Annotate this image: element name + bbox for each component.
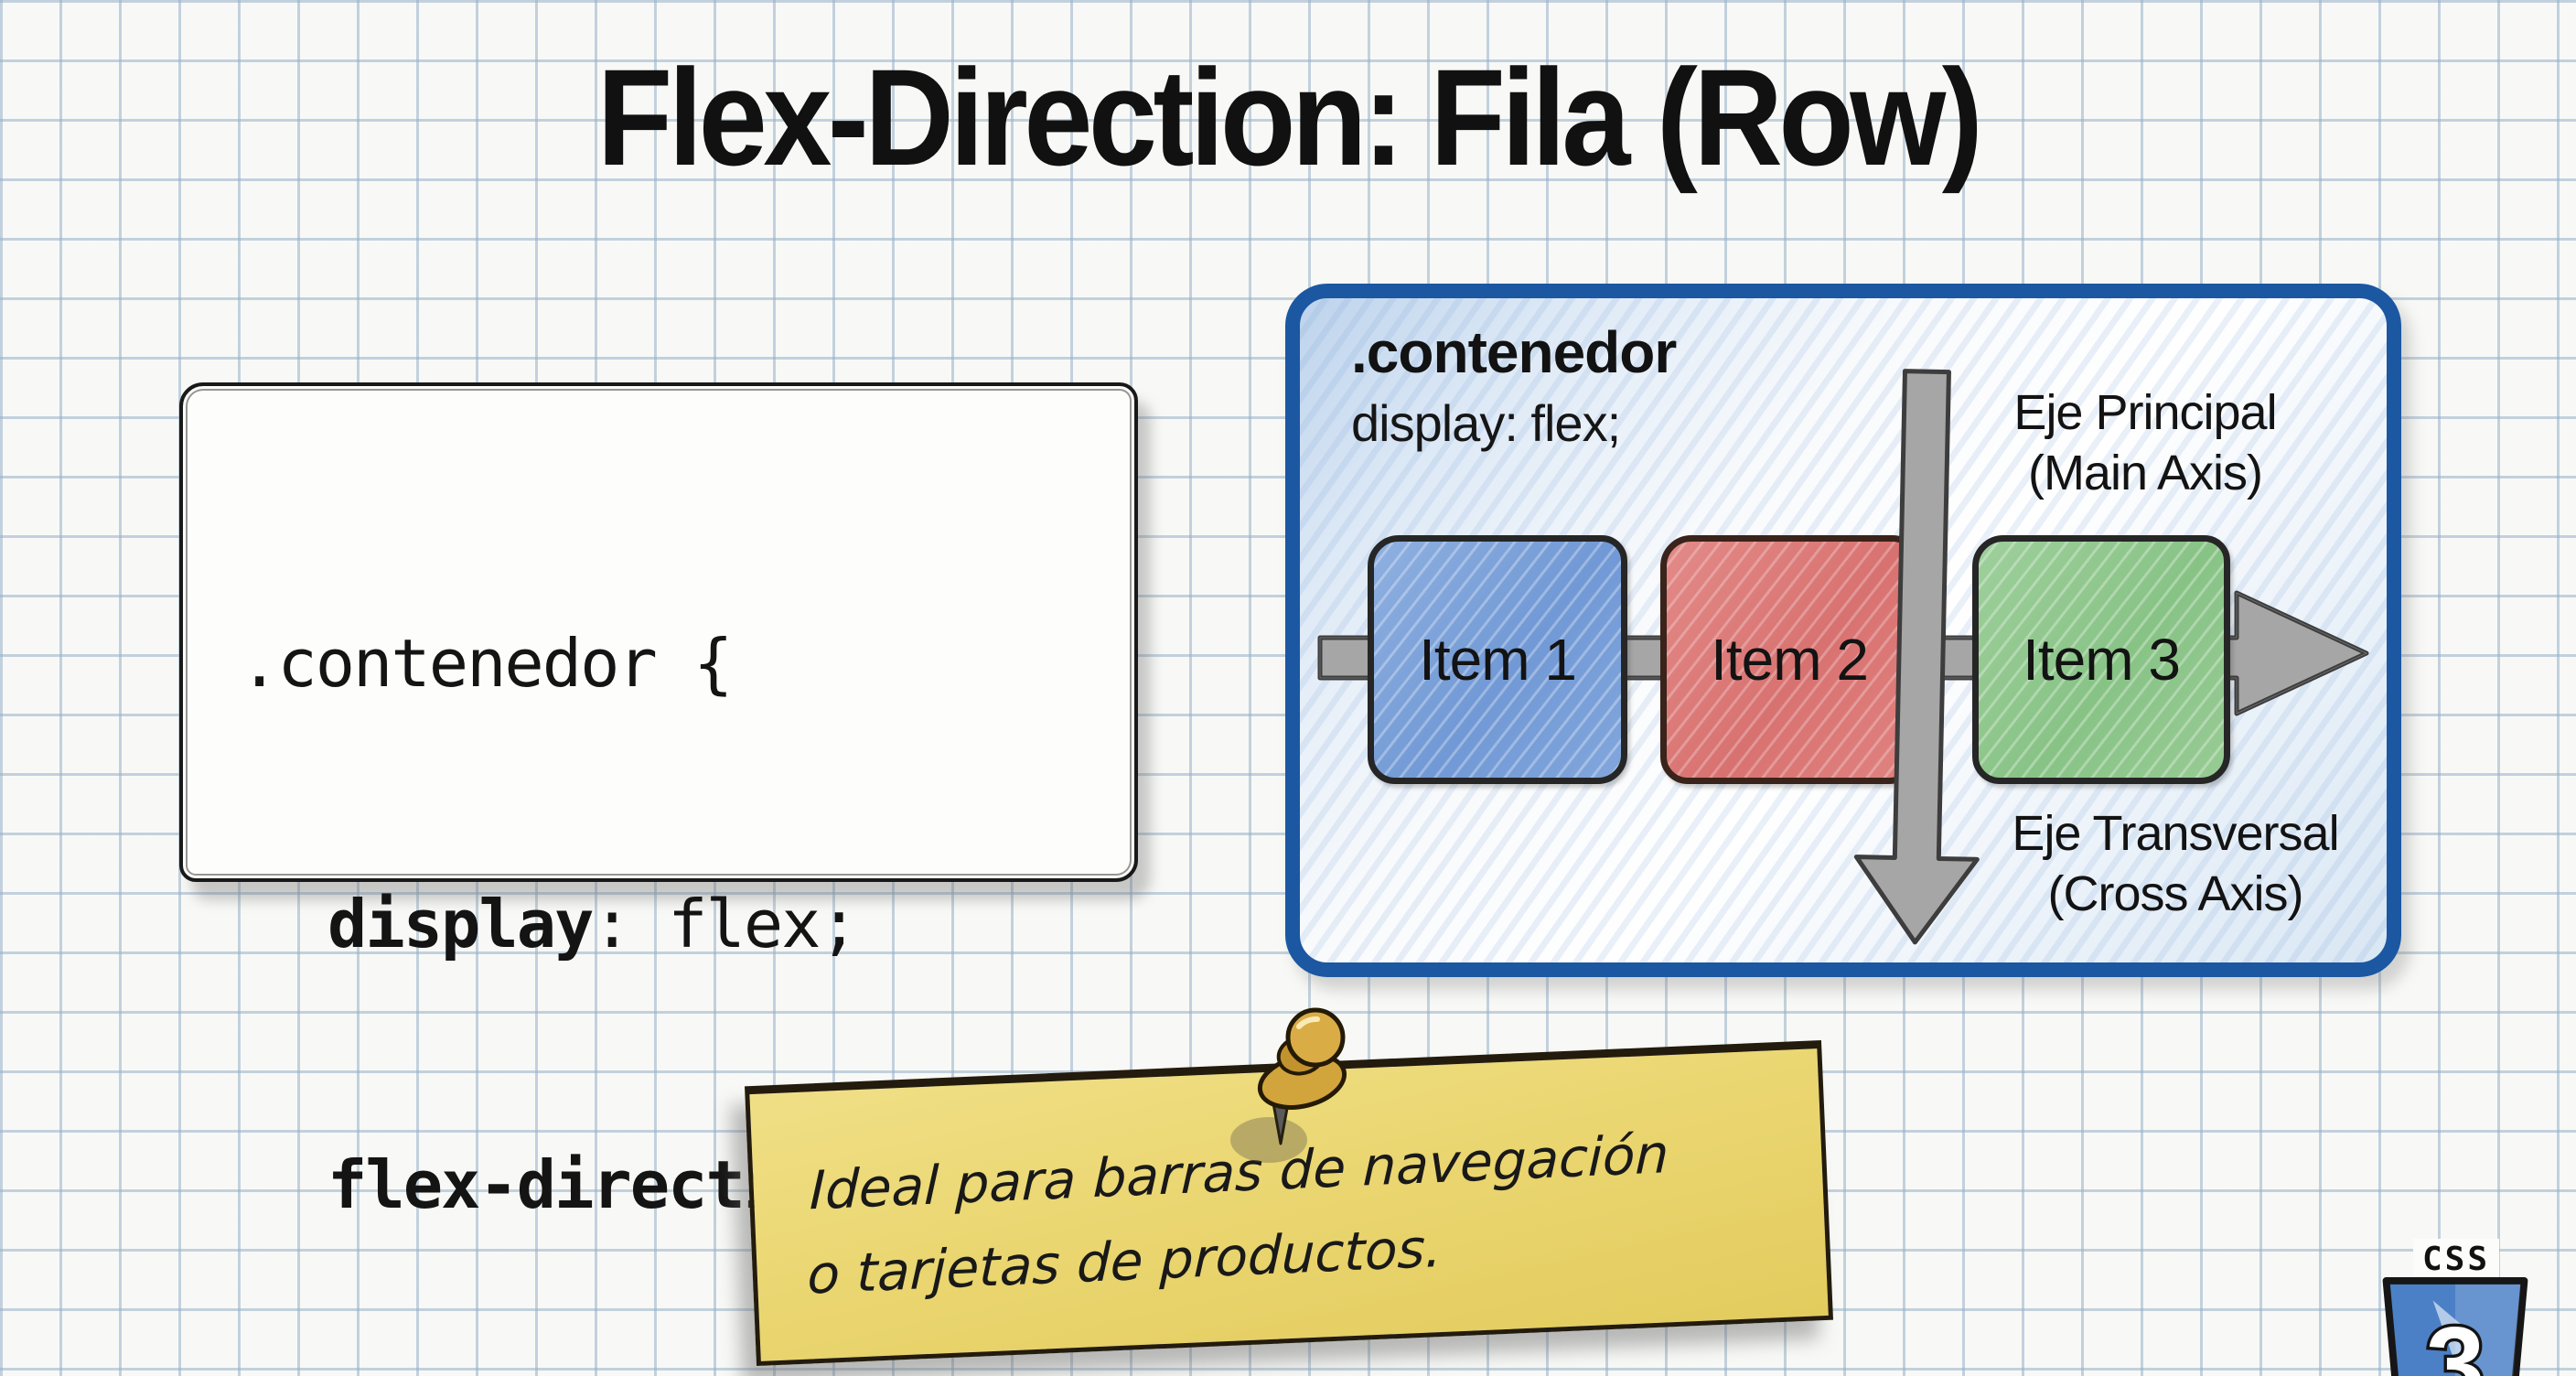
css3-badge: CSS 3 bbox=[2377, 1237, 2541, 1376]
code-line-selector: .contenedor { bbox=[240, 620, 1116, 707]
flex-item-3: Item 3 bbox=[1972, 535, 2230, 784]
css3-shield-icon: 3 bbox=[2382, 1277, 2528, 1376]
code-line-display: display: flex; bbox=[240, 881, 1116, 968]
main-axis-label: Eje Principal (Main Axis) bbox=[1980, 382, 2310, 503]
page-title: Flex-Direction: Fila (Row) bbox=[596, 40, 1983, 194]
flex-container-diagram-panel: .contenedor display: flex; Eje Principal… bbox=[1285, 284, 2401, 977]
css3-badge-label: CSS bbox=[2413, 1239, 2500, 1280]
code-keyword-display: display bbox=[327, 886, 594, 962]
flex-item-1: Item 1 bbox=[1368, 535, 1627, 784]
cross-axis-arrow-icon bbox=[1853, 369, 1980, 945]
flex-item-1-label: Item 1 bbox=[1419, 627, 1577, 693]
cross-axis-label: Eje Transversal (Cross Axis) bbox=[1983, 803, 2367, 924]
main-axis-label-line2: (Main Axis) bbox=[2027, 446, 2263, 500]
panel-declaration-label: display: flex; bbox=[1351, 394, 1621, 452]
panel-selector-label: .contenedor bbox=[1351, 319, 1677, 385]
css3-badge-number: 3 bbox=[2426, 1305, 2485, 1376]
flex-item-3-label: Item 3 bbox=[2023, 627, 2181, 693]
pushpin-icon bbox=[1230, 1007, 1347, 1163]
flex-item-2: Item 2 bbox=[1660, 535, 1918, 784]
code-text: : flex; bbox=[592, 886, 858, 962]
main-axis-label-line1: Eje Principal bbox=[2013, 385, 2277, 440]
cross-axis-label-line1: Eje Transversal bbox=[2012, 806, 2339, 861]
code-snippet-box: .contenedor { display: flex; flex-direct… bbox=[179, 382, 1138, 1223]
code-text: .contenedor { bbox=[240, 625, 734, 702]
cross-axis-label-line2: (Cross Axis) bbox=[2047, 866, 2303, 921]
flex-item-2-label: Item 2 bbox=[1711, 627, 1869, 693]
